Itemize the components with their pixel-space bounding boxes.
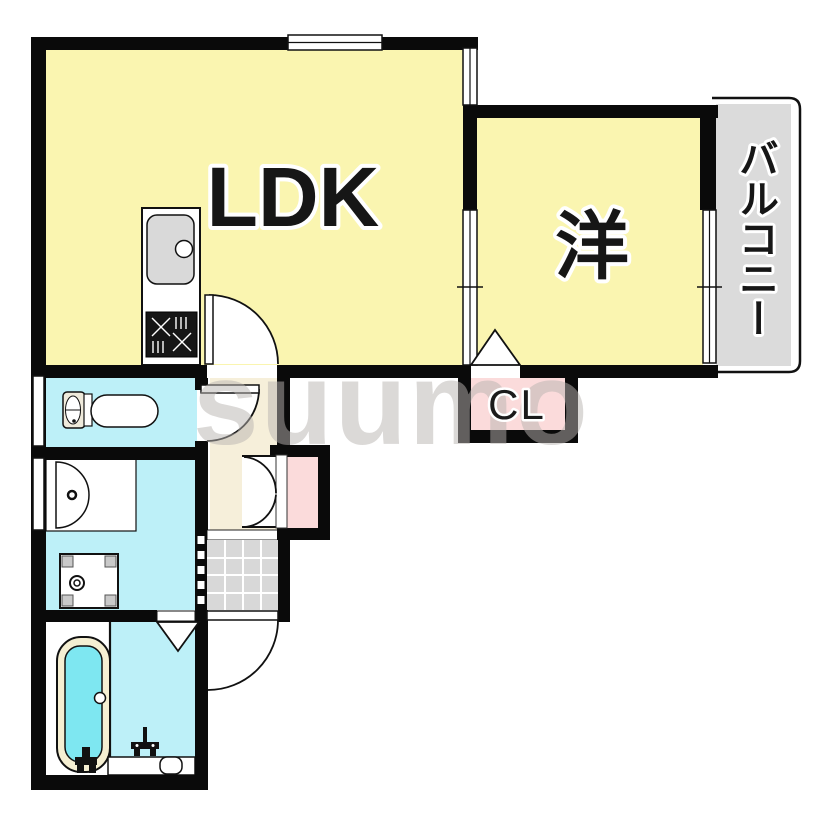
kitchen-sink-icon (146, 214, 195, 285)
tub-faucet-icon (75, 747, 97, 773)
label-ldk: LDK (207, 150, 380, 244)
bathroom-door-marker (155, 610, 201, 653)
room-western (477, 118, 703, 365)
entrance-door (206, 610, 279, 691)
washing-machine-pan-icon (59, 553, 119, 609)
label-western-room: 洋 (555, 205, 629, 288)
ldk-door (204, 294, 279, 365)
bathtub-icon (56, 622, 112, 775)
closet-bifold-door (242, 454, 288, 529)
closets-pink (287, 378, 565, 528)
cl-door-marker (469, 328, 522, 366)
kitchen-faucet-icon (174, 239, 194, 259)
label-balcony: バルコニー (733, 138, 777, 338)
toilet-door (200, 384, 260, 442)
closet-cl (471, 378, 565, 430)
window-toilet-left (32, 375, 45, 447)
window-washroom-left (32, 457, 45, 531)
stove-icon (145, 311, 198, 358)
washbasin-icon (45, 458, 137, 532)
toilet-icon (62, 391, 159, 429)
kitchen-counter (141, 207, 201, 366)
shower-faucet-icon (131, 727, 159, 756)
window-mullions (288, 41, 722, 365)
shower-counter (107, 727, 196, 776)
bath-stool-icon (159, 756, 183, 775)
watermark-text: suumo (193, 338, 590, 470)
entry-step (206, 529, 279, 541)
closet-hall (287, 457, 318, 528)
genkan-tiles (207, 540, 278, 610)
label-closet: CL (488, 381, 546, 428)
balcony (712, 96, 802, 374)
walls (31, 37, 718, 790)
washroom-slide-door-dashes (197, 536, 205, 604)
